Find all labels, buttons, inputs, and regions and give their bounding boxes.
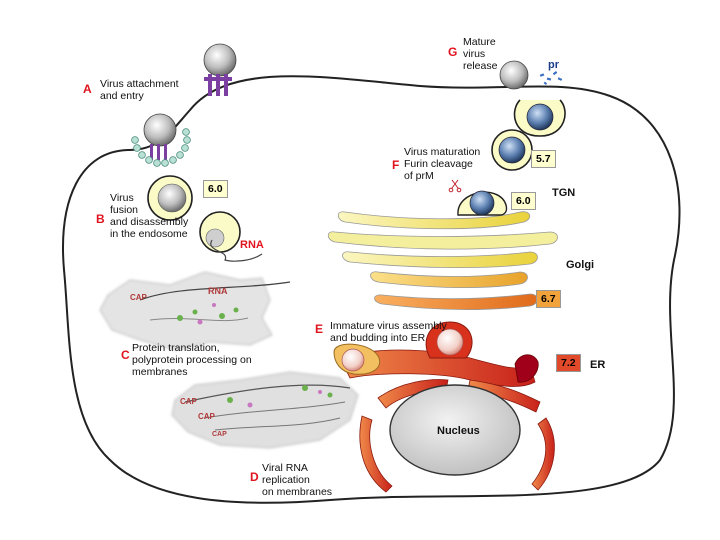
released-virus xyxy=(499,60,529,90)
step-letter-a: A xyxy=(83,82,92,96)
cap-label: CAP xyxy=(130,293,148,302)
ph-tgn: 6.0 xyxy=(511,192,536,210)
translation-membrane xyxy=(99,271,291,351)
ph-golgi: 6.7 xyxy=(536,290,561,308)
furin-icon xyxy=(448,179,462,193)
immature-vesicle xyxy=(333,343,381,375)
pr-label: pr xyxy=(548,59,560,71)
step-letter-b: B xyxy=(96,212,105,226)
endosome-1 xyxy=(147,175,193,221)
step-c-text: Protein translation, polyprotein process… xyxy=(132,342,252,378)
ph-endosome: 6.0 xyxy=(203,180,228,198)
pr-peptides xyxy=(539,71,563,86)
step-letter-d: D xyxy=(250,470,259,484)
step-b-text: Virus fusion and disassembly in the endo… xyxy=(110,192,189,240)
cap-label: CAP xyxy=(198,412,216,421)
exocytosis-pit xyxy=(513,99,566,137)
nucleus xyxy=(389,384,521,476)
step-f-text: Virus maturation Furin cleavage of prM xyxy=(404,146,481,182)
step-g-text: Mature virus release xyxy=(463,36,498,72)
replication-membrane xyxy=(171,371,359,449)
step-letter-c: C xyxy=(121,348,130,362)
step-letter-f: F xyxy=(392,158,400,172)
attaching-virus xyxy=(203,43,237,96)
rna-endosome-label: RNA xyxy=(240,239,264,251)
endosome-2 xyxy=(199,211,263,262)
golgi-label: Golgi xyxy=(566,259,594,271)
step-letter-e: E xyxy=(315,322,324,336)
er-label: ER xyxy=(590,359,605,371)
step-a-text: Virus attachment and entry xyxy=(100,78,179,102)
maturation-vesicle xyxy=(491,129,533,171)
step-letter-g: G xyxy=(448,45,458,59)
golgi-stack xyxy=(327,211,558,311)
entry-pit xyxy=(131,113,191,167)
step-e-text: Immature virus assembly and budding into… xyxy=(330,320,447,344)
cap-label: CAP xyxy=(212,431,227,438)
ph-vesicle: 5.7 xyxy=(531,150,556,168)
step-d-text: Viral RNA replication on membranes xyxy=(262,462,333,498)
ph-er: 7.2 xyxy=(556,354,581,372)
rna-membrane-label: RNA xyxy=(208,286,228,296)
tgn-label: TGN xyxy=(552,187,575,199)
endoplasmic-reticulum xyxy=(339,321,555,493)
cap-label: CAP xyxy=(180,397,198,406)
nucleus-label: Nucleus xyxy=(437,425,480,437)
tgn-vesicle xyxy=(457,190,508,216)
